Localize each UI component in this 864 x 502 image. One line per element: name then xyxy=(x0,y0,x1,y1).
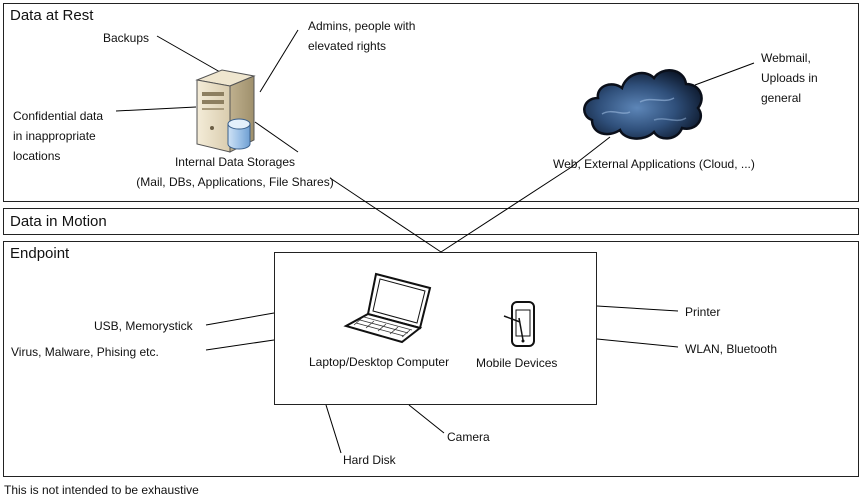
webmail-label: Webmail, Uploads in general xyxy=(761,51,818,105)
laptop-label: Laptop/Desktop Computer xyxy=(309,355,450,369)
virus-label: Virus, Malware, Phising etc. xyxy=(11,345,159,359)
admins-label: Admins, people with elevated rights xyxy=(308,19,416,53)
footer-note: This is not intended to be exhaustive xyxy=(4,483,199,497)
endpoint-title: Endpoint xyxy=(10,245,70,262)
data-at-rest-title: Data at Rest xyxy=(10,7,94,24)
laptop-icon xyxy=(343,272,432,344)
usb-label: USB, Memorystick xyxy=(94,319,193,333)
backups-label: Backups xyxy=(103,31,150,45)
endpoint-device-box xyxy=(274,252,597,405)
confidential-data-label: Confidential data in inappropriate locat… xyxy=(13,109,104,163)
wlan-bluetooth-label: WLAN, Bluetooth xyxy=(685,342,778,356)
printer-label: Printer xyxy=(685,305,721,319)
web-external-applications-label: Web, External Applications (Cloud, ...) xyxy=(553,157,755,171)
camera-label: Camera xyxy=(447,430,490,444)
mobile-devices-label: Mobile Devices xyxy=(476,356,558,370)
data-in-motion-section: Data in Motion xyxy=(3,208,859,235)
data-at-rest-section: Data at Rest xyxy=(3,3,859,202)
mobile-device-icon xyxy=(503,301,535,347)
hard-disk-label: Hard Disk xyxy=(343,453,396,467)
data-in-motion-title: Data in Motion xyxy=(10,213,107,230)
cloud-icon xyxy=(583,69,703,140)
database-icon xyxy=(227,118,251,150)
internal-data-storages-label: Internal Data Storages (Mail, DBs, Appli… xyxy=(136,155,334,189)
